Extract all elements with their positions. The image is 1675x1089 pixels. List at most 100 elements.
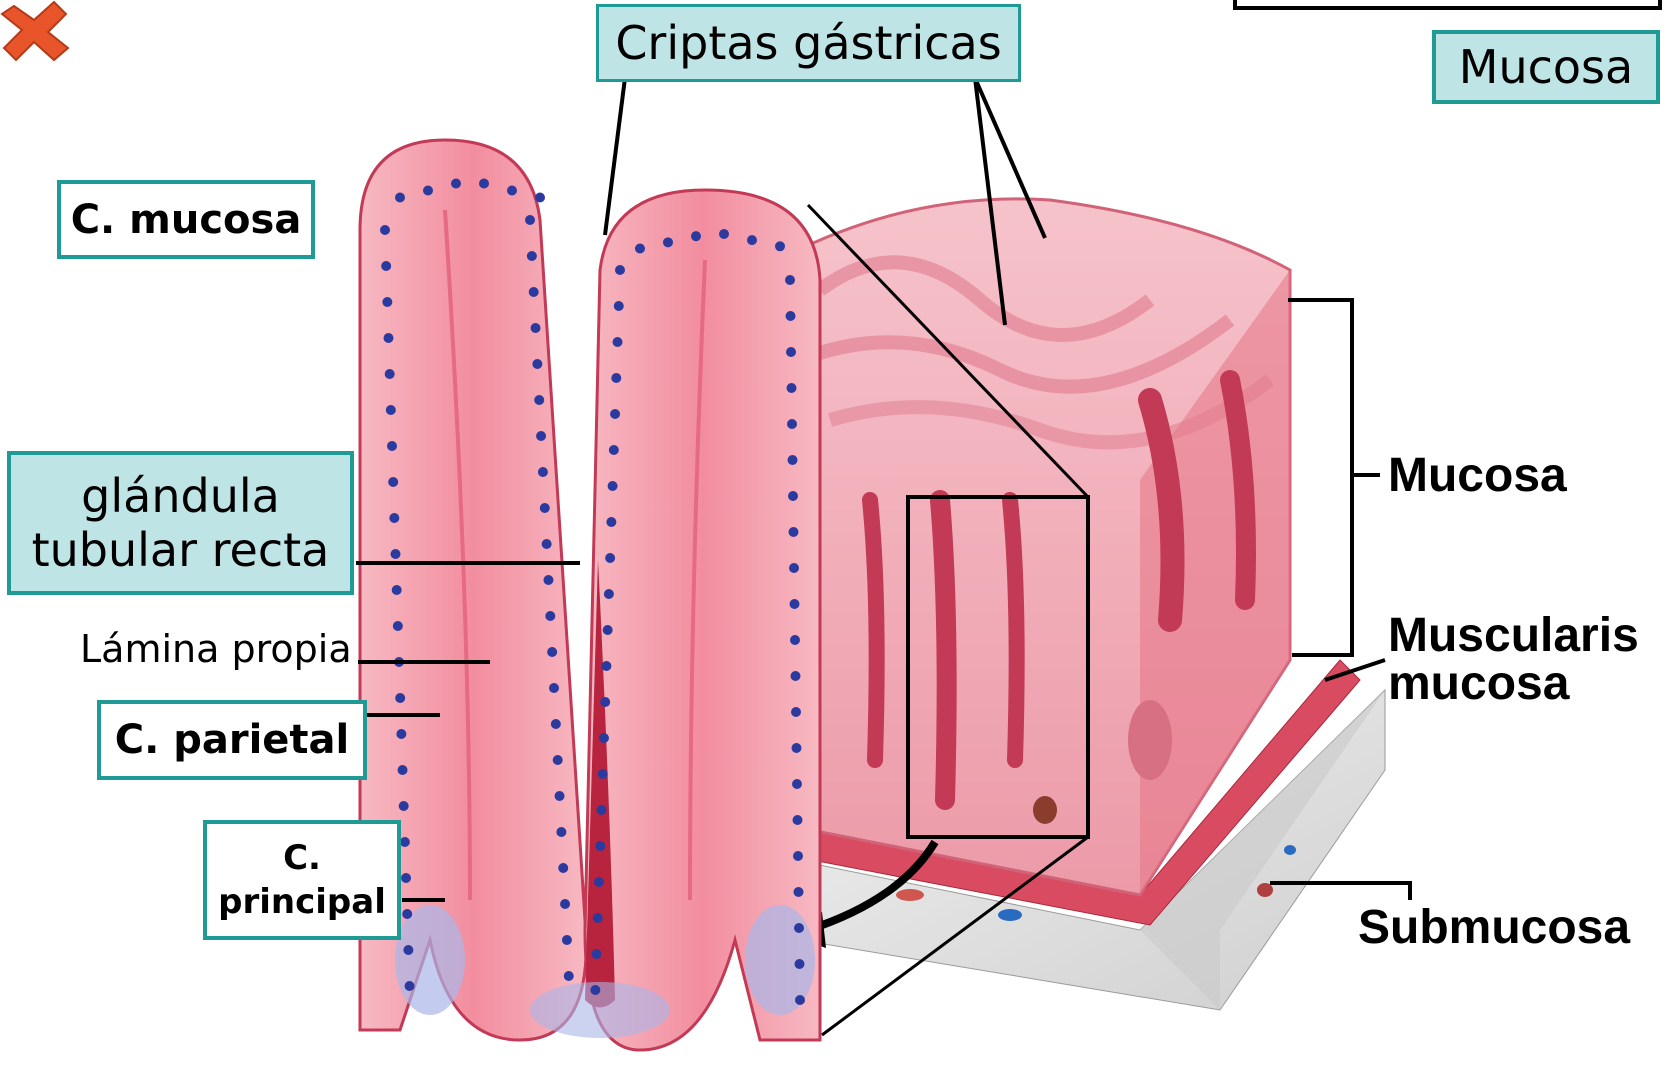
mucosa-block	[760, 199, 1290, 895]
muscularis-mucosa-text: mucosa	[1388, 660, 1639, 708]
nucleus	[547, 647, 557, 657]
mucosa-top-label: Mucosa	[1432, 30, 1660, 104]
nucleus	[562, 935, 572, 945]
nucleus	[787, 419, 797, 429]
nucleus	[795, 995, 805, 1005]
nucleus	[604, 589, 614, 599]
nucleus	[385, 369, 395, 379]
nucleus	[787, 383, 797, 393]
nucleus	[788, 455, 798, 465]
nucleus	[479, 179, 489, 189]
frame-fragment	[1235, 0, 1660, 8]
nucleus	[775, 241, 785, 251]
nucleus	[392, 585, 402, 595]
nucleus	[792, 779, 802, 789]
c-parietal-label: C. parietal	[97, 700, 367, 780]
nucleus	[793, 815, 803, 825]
nucleus	[691, 231, 701, 241]
nucleus	[610, 409, 620, 419]
nucleus	[403, 945, 413, 955]
nucleus	[635, 244, 645, 254]
nucleus	[423, 186, 433, 196]
nucleus	[382, 297, 392, 307]
nucleus	[542, 539, 552, 549]
nucleus	[614, 301, 624, 311]
nucleus	[598, 769, 608, 779]
nucleus	[606, 517, 616, 527]
nucleus	[393, 621, 403, 631]
nucleus	[793, 851, 803, 861]
mucosa-right-label: Mucosa	[1388, 448, 1567, 503]
criptas-gastricas-text: Criptas gástricas	[615, 16, 1001, 70]
nucleus	[400, 837, 410, 847]
nucleus	[594, 877, 604, 887]
nucleus	[558, 863, 568, 873]
nucleus	[551, 719, 561, 729]
c-mucosa-label: C. mucosa	[57, 180, 315, 259]
nucleus	[611, 373, 621, 383]
nucleus	[747, 235, 757, 245]
c-principal-label: C. principal	[203, 820, 401, 940]
nucleus	[401, 873, 411, 883]
nucleus	[451, 179, 461, 189]
nucleus	[534, 395, 544, 405]
nucleus	[527, 251, 537, 261]
criptas-gastricas-label: Criptas gástricas	[596, 4, 1021, 82]
nucleus	[599, 733, 609, 743]
c-parietal-text: C. parietal	[115, 717, 350, 763]
nucleus	[608, 481, 618, 491]
nucleus	[595, 841, 605, 851]
nucleus	[590, 985, 600, 995]
nucleus	[613, 337, 623, 347]
nucleus	[396, 729, 406, 739]
nucleus	[788, 491, 798, 501]
nucleus	[603, 625, 613, 635]
nucleus	[389, 513, 399, 523]
nucleus	[545, 611, 555, 621]
nucleus	[531, 323, 541, 333]
submucosa-label: Submucosa	[1358, 900, 1630, 955]
nucleus	[597, 805, 607, 815]
nucleus	[600, 697, 610, 707]
muscularis-mucosa-label: Muscularis mucosa	[1388, 612, 1639, 708]
nucleus	[384, 333, 394, 343]
nucleus	[790, 635, 800, 645]
tubular-recta-text: tubular recta	[32, 523, 330, 577]
nucleus	[794, 923, 804, 933]
nucleus	[789, 527, 799, 537]
nucleus	[405, 981, 415, 991]
nucleus	[391, 549, 401, 559]
magnified-gland	[360, 140, 820, 1050]
nucleus	[663, 237, 673, 247]
nucleus	[529, 287, 539, 297]
nucleus	[794, 887, 804, 897]
nucleus	[381, 261, 391, 271]
nucleus	[791, 707, 801, 717]
nucleus	[535, 193, 545, 203]
nucleus	[592, 949, 602, 959]
muscularis-text: Muscularis	[1388, 612, 1639, 660]
nucleus	[719, 229, 729, 239]
nucleus	[538, 467, 548, 477]
nucleus	[399, 801, 409, 811]
nucleus	[593, 913, 603, 923]
nucleus	[395, 693, 405, 703]
nucleus	[395, 193, 405, 203]
nucleus	[790, 599, 800, 609]
nucleus	[791, 671, 801, 681]
nucleus	[605, 553, 615, 563]
nucleus	[795, 959, 805, 969]
nucleus	[536, 431, 546, 441]
nucleus	[525, 215, 535, 225]
c-principal-line2: principal	[218, 880, 386, 924]
nucleus	[609, 445, 619, 455]
nucleus	[789, 563, 799, 573]
nucleus	[556, 827, 566, 837]
nucleus	[549, 683, 559, 693]
nucleus	[402, 909, 412, 919]
nucleus	[398, 765, 408, 775]
nucleus	[615, 265, 625, 275]
close-x-icon	[2, 2, 68, 60]
nucleus	[564, 971, 574, 981]
nucleus	[386, 405, 396, 415]
